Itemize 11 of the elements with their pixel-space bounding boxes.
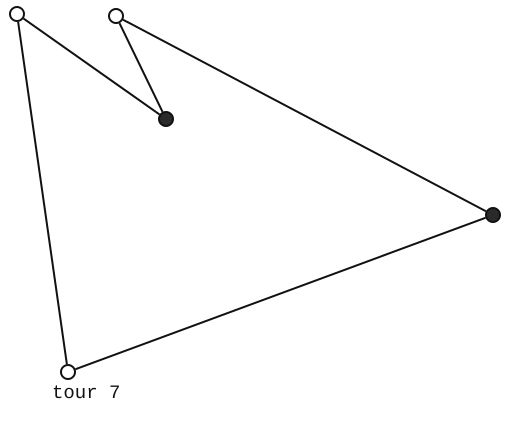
filled-dot [158,111,174,127]
caption-text: tour 7 [52,382,120,404]
connector-line [122,18,486,212]
connector-line [118,22,164,112]
connector-line [22,18,160,116]
open-circle [108,8,124,24]
open-circle [9,6,25,22]
filled-dot [485,207,501,223]
open-circle [60,364,76,380]
connector-line [17,22,68,364]
connector-line [75,216,486,370]
